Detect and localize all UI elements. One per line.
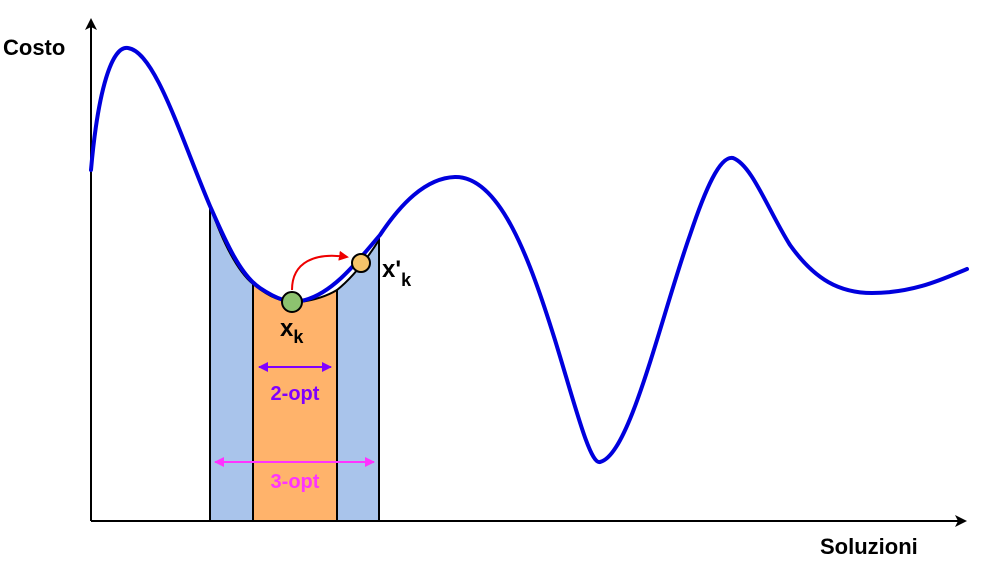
two-opt-label: 2-opt [271,383,320,405]
y-axis-label: Costo [3,35,65,60]
current-solution-point [281,291,303,313]
current-solution-label-sub: k [293,327,304,347]
cost-curve [89,45,969,464]
move-arrow [291,250,349,291]
neighbor-solution-label: x'k [382,256,412,290]
x-axis-label: Soluzioni [820,534,918,559]
neighbor-solution-label-sub: k [401,270,412,290]
neighbor-solution-point [351,253,371,273]
current-solution-label: xk [280,315,304,347]
neighbor-solution-label-main: x' [382,256,401,283]
three-opt-region-right [336,236,380,522]
three-opt-label: 3-opt [271,471,320,493]
current-solution-label-main: x [280,315,294,342]
